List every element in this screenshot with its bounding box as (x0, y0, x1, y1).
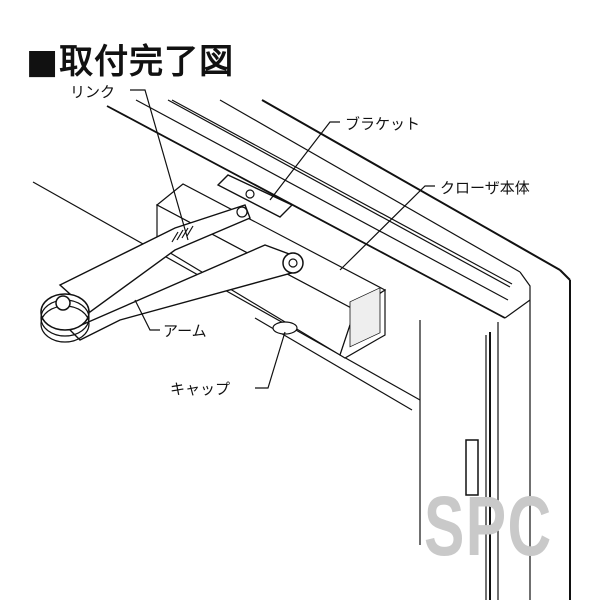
leader-link (130, 89, 189, 241)
frame-line (106, 105, 506, 319)
watermark: SPC (424, 479, 553, 573)
spring (171, 225, 194, 243)
end-plate (349, 287, 381, 348)
leader-closer (339, 185, 435, 271)
link-arm (58, 204, 251, 313)
leader-bracket (269, 121, 340, 201)
frame-line (135, 99, 509, 301)
frame-corner (519, 271, 531, 600)
label-cap: キャップ (170, 380, 231, 398)
label-closer-body: クローザ本体 (440, 179, 530, 197)
frame-line (261, 99, 561, 271)
frame-corner (504, 299, 531, 319)
jamb-line (559, 269, 571, 281)
label-link: リンク (70, 83, 116, 101)
leader-arm (134, 299, 160, 331)
page-title: ■取付完了図 (26, 42, 235, 82)
frame-line (167, 99, 511, 288)
bracket (216, 174, 294, 218)
hinge (465, 439, 479, 496)
frame-line (171, 99, 513, 285)
label-arm: アーム (163, 322, 207, 340)
label-bracket: ブラケット (345, 115, 421, 133)
leader-cap (255, 331, 286, 389)
frame-line (219, 99, 521, 273)
